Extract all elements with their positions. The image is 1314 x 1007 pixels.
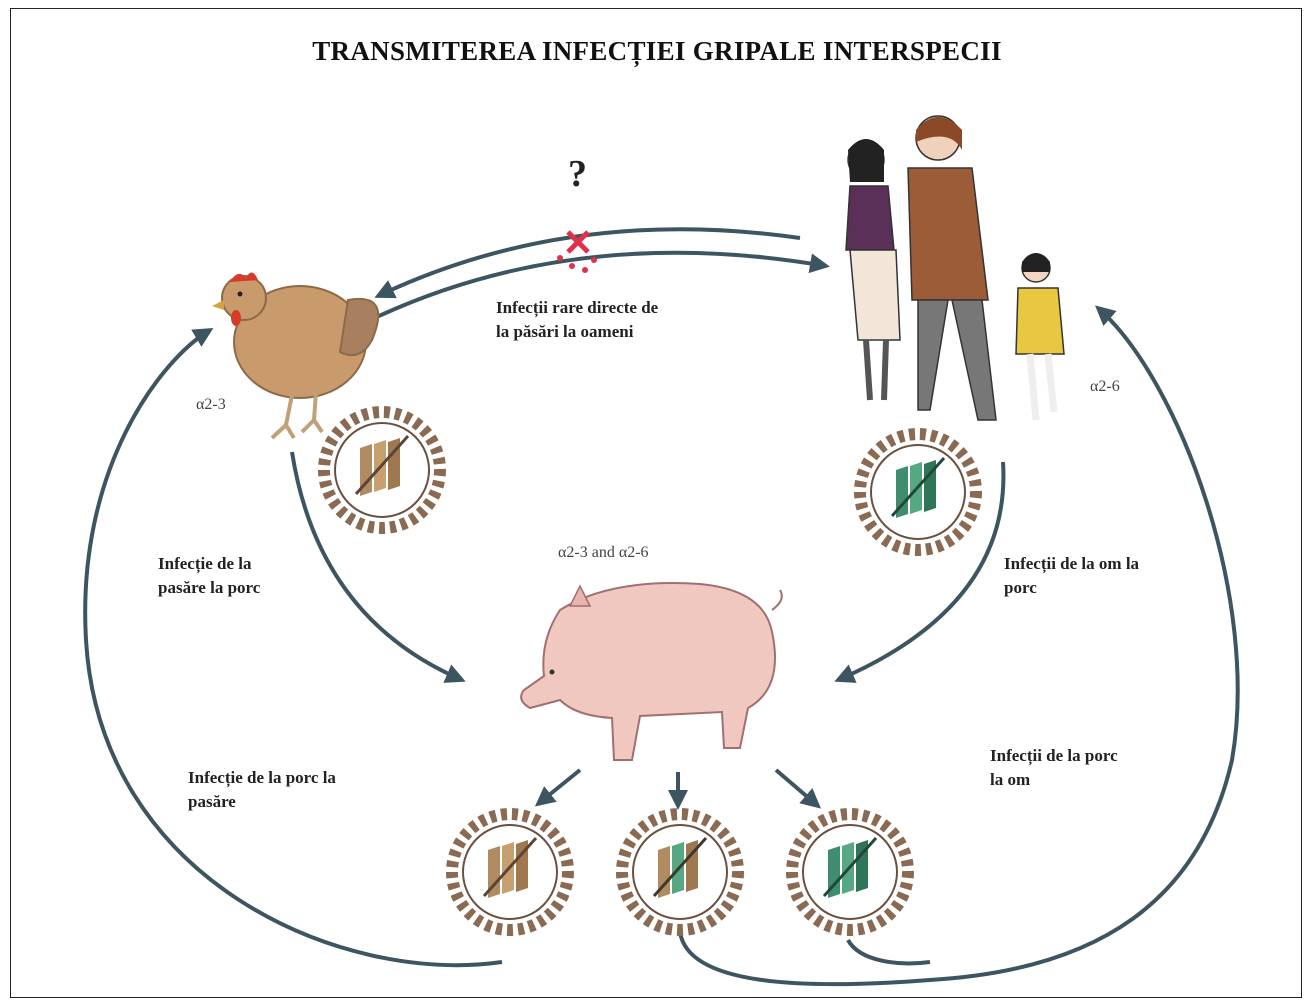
receptor-label-pig: α2-3 and α2-6 — [558, 544, 649, 562]
human-family-illustration — [846, 116, 1064, 420]
label-bird-to-human: Infecții rare directe de la păsări la oa… — [496, 296, 658, 344]
label-pig-to-human-line2: la om — [990, 768, 1118, 792]
label-pig-to-human-line1: Infecții de la porc — [990, 744, 1118, 768]
pig-illustration — [521, 583, 782, 760]
arrow-pig-down-right — [776, 770, 818, 806]
label-bird-to-pig: Infecție de la pasăre la porc — [158, 552, 260, 600]
arrow-human-to-bird — [378, 229, 800, 296]
label-human-to-pig-line1: Infecții de la om la — [1004, 552, 1139, 576]
virus-reassortant-icon — [622, 814, 738, 930]
connector-mixed-to-human-virus — [848, 940, 930, 963]
label-pig-to-bird: Infecție de la porc la pasăre — [188, 766, 336, 814]
virus-pig-avian-icon — [452, 814, 568, 930]
virus-human-icon — [860, 434, 976, 550]
receptor-label-human: α2-6 — [1090, 378, 1120, 396]
label-human-to-pig: Infecții de la om la porc — [1004, 552, 1139, 600]
label-bird-to-pig-line1: Infecție de la — [158, 552, 260, 576]
label-pig-to-bird-line2: pasăre — [188, 790, 336, 814]
virus-pig-human-icon — [792, 814, 908, 930]
label-pig-to-bird-line1: Infecție de la porc la — [188, 766, 336, 790]
label-bird-to-human-line2: la păsări la oameni — [496, 320, 658, 344]
arrow-pig-to-bird — [85, 330, 502, 965]
receptor-label-bird: α2-3 — [196, 396, 226, 414]
label-pig-to-human: Infecții de la porc la om — [990, 744, 1118, 792]
label-bird-to-pig-line2: pasăre la porc — [158, 576, 260, 600]
label-bird-to-human-line1: Infecții rare directe de — [496, 296, 658, 320]
virus-avian-icon — [324, 412, 440, 528]
arrow-pig-down-left — [538, 770, 580, 804]
label-human-to-pig-line2: porc — [1004, 576, 1139, 600]
